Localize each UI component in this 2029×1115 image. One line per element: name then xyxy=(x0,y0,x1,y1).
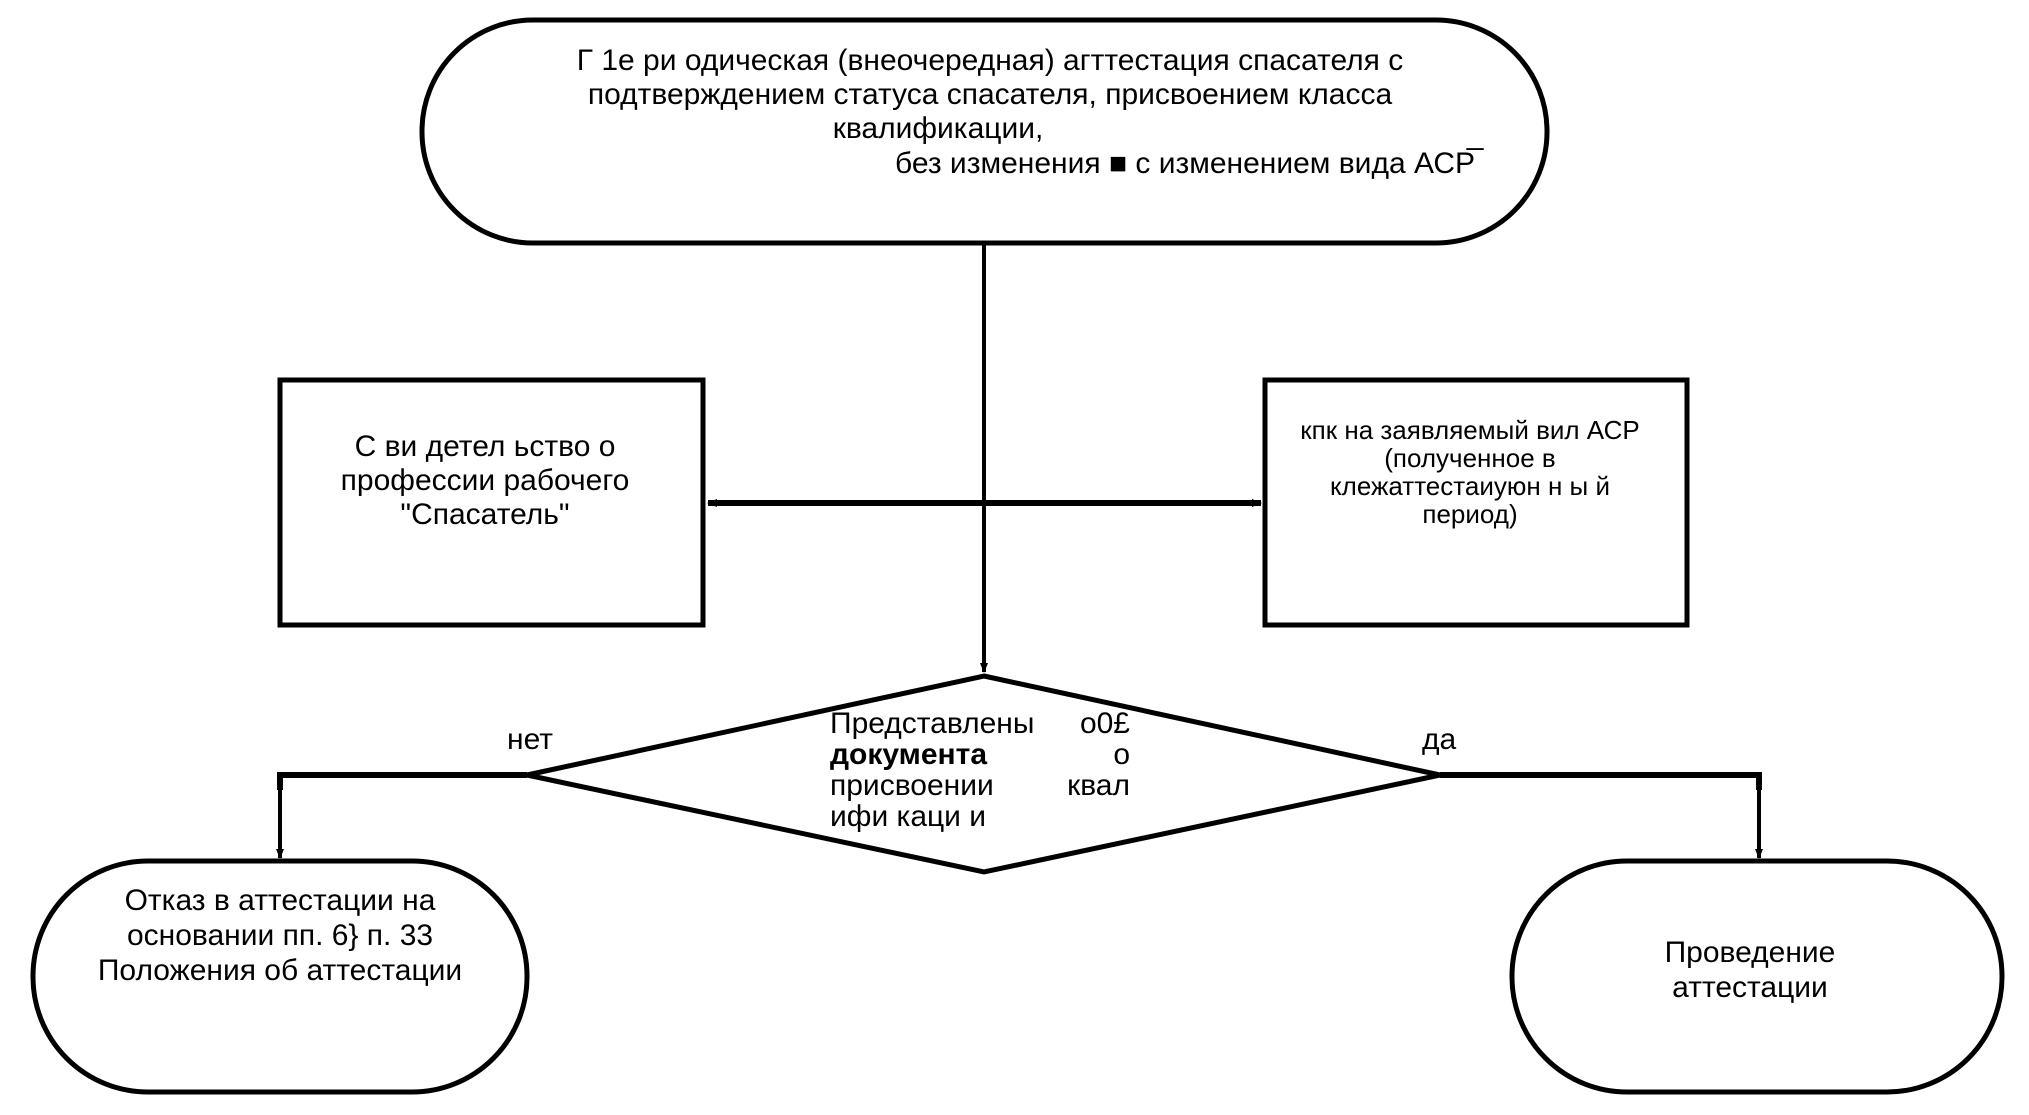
right-box-line: клежаттестаиуюн н ы й xyxy=(1330,471,1610,501)
decision-line: о0£ xyxy=(1080,707,1130,740)
reject-node-line: Отказ в аттестации на xyxy=(125,884,436,917)
decision-line: присвоении xyxy=(830,769,994,802)
connector-no-branch xyxy=(277,772,527,790)
decision-diamond xyxy=(526,673,1441,875)
right-box-line: период) xyxy=(1422,499,1517,529)
yes-label: да xyxy=(1422,723,1457,756)
right-box-line: кпк на заявляемый вил АСР xyxy=(1300,415,1639,445)
decision-line: документа xyxy=(830,738,987,771)
left-box-line: С ви детел ьство о xyxy=(355,430,616,463)
decision-line: ифи каци и xyxy=(830,800,986,833)
top-node-line: без изменения ■ с изменением вида АСР̅ xyxy=(895,147,1484,180)
reject-node-line: Положения об аттестации xyxy=(98,954,462,987)
no-label: нет xyxy=(507,723,553,756)
top-node: Г 1е ри одическая (внеочередная) агттест… xyxy=(419,17,1550,246)
left-box-line: профессии рабочего xyxy=(341,464,630,497)
decision-line: о xyxy=(1113,738,1130,771)
right-box: кпк на заявляемый вил АСР (полученное в … xyxy=(1262,377,1690,628)
reject-node-shape xyxy=(30,858,530,1095)
proceed-node-line: аттестации xyxy=(1672,971,1828,1004)
proceed-node-line: Проведение xyxy=(1665,936,1836,969)
right-box-line: (полученное в xyxy=(1384,443,1555,473)
connector-yes-branch xyxy=(1440,772,1762,790)
proceed-node: Проведение аттестации xyxy=(1509,858,2005,1095)
reject-node: Отказ в аттестации на основании пп. 6} п… xyxy=(30,858,530,1095)
right-box-shape xyxy=(1262,377,1690,628)
left-box: С ви детел ьство о профессии рабочего "С… xyxy=(277,377,706,628)
decision-line: Представлены xyxy=(830,707,1034,740)
left-box-line: "Спасатель" xyxy=(400,498,569,531)
reject-node-line: основании пп. 6} п. 33 xyxy=(127,919,433,952)
proceed-node-shape xyxy=(1509,858,2005,1095)
top-node-line: Г 1е ри одическая (внеочередная) агттест… xyxy=(577,44,1403,77)
decision-node: Представлены о0£ документа о присвоении … xyxy=(526,673,1441,875)
top-node-shape xyxy=(419,17,1550,246)
decision-line: квал xyxy=(1067,769,1130,802)
top-node-line: квалификации, xyxy=(833,112,1044,145)
top-node-line: подтверждением статуса спасателя, присво… xyxy=(588,78,1393,111)
left-box-shape xyxy=(277,377,706,628)
